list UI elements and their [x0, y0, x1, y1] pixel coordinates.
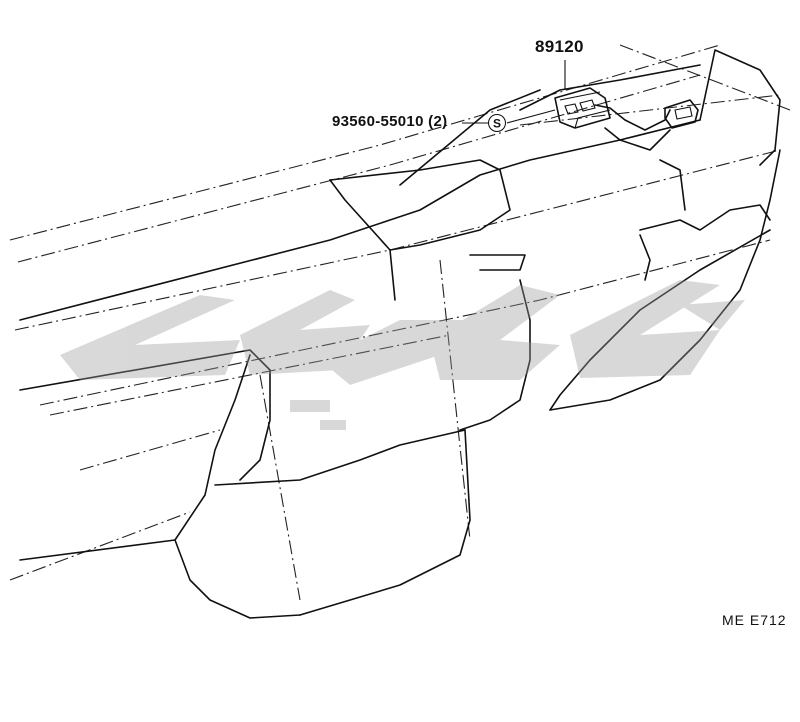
sensor-assembly	[554, 87, 699, 151]
fastener-symbol: S	[487, 113, 507, 133]
fastener-part-number-label: 93560-55010 (2)	[332, 113, 448, 130]
diagram-reference-code: ME E712	[722, 612, 787, 628]
part-number-label: 89120	[535, 37, 584, 56]
fastener-symbol-letter: S	[493, 117, 501, 131]
watermark-logo	[60, 280, 745, 430]
body-dash-lines	[9, 44, 791, 601]
leader-lines	[462, 60, 566, 124]
bumper-outline	[19, 49, 781, 619]
